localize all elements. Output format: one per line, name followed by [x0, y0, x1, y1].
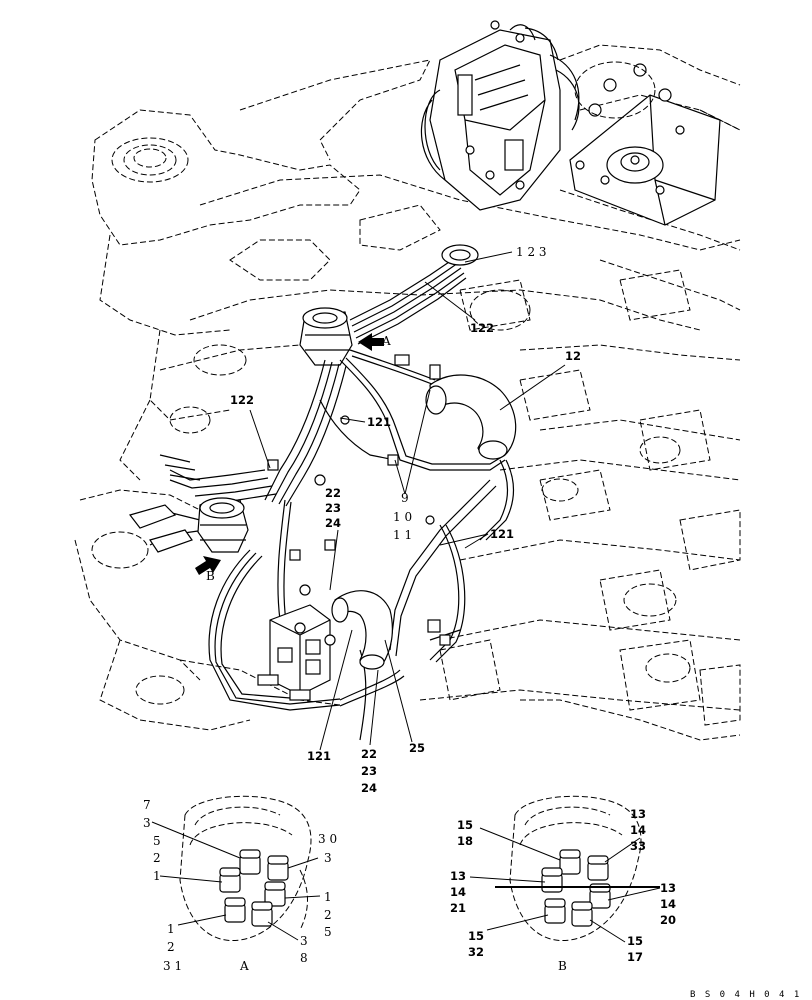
callout-label-a2: 2 [153, 851, 161, 865]
callout-label-c121b: 121 [490, 527, 514, 541]
control-valve-assembly [420, 20, 580, 211]
swivel-joint-a [299, 307, 353, 366]
callout-label-a3b: 3 [324, 851, 332, 865]
detail-view-a [151, 795, 321, 942]
detail-view-b [469, 795, 661, 943]
callout-label-b21: 21 [450, 901, 466, 915]
callout-label-b14a: 14 [630, 823, 646, 837]
callout-label-a30: 3 0 [318, 832, 337, 846]
callout-label-a2c: 2 [167, 940, 175, 954]
callout-label-b13a: 13 [630, 807, 646, 821]
callout-label-a7: 7 [143, 798, 151, 812]
callout-label-a1b: 1 [324, 890, 332, 904]
callout-label-c22a: 22 [325, 486, 341, 500]
detail-a-title: A [239, 959, 249, 973]
callout-label-c9: 9 [401, 491, 409, 505]
swing-motor-box [569, 61, 721, 226]
callout-label-c24a: 24 [325, 516, 341, 530]
hose-fittings [267, 354, 451, 646]
callout-label-c22b: 22 [361, 747, 377, 761]
callout-label-a8: 8 [300, 951, 308, 965]
callout-label-b13c: 13 [660, 881, 676, 895]
callout-label-b32: 32 [468, 945, 484, 959]
detail-b-labels: 15 18 13 14 33 13 14 21 13 14 20 15 32 15 17 [450, 807, 676, 964]
callout-label-c122a: 122 [470, 321, 494, 335]
view-arrow-a [358, 333, 384, 351]
callout-label-b15c: 15 [627, 934, 643, 948]
callout-label-a1c: 1 [167, 922, 175, 936]
callout-label-c121c: 121 [307, 749, 331, 763]
callout-label-c24b: 24 [361, 781, 377, 795]
callout-label-c23a: 23 [325, 501, 341, 515]
callout-label-b14b: 14 [450, 885, 466, 899]
callout-label-a5b: 5 [324, 925, 332, 939]
callout-label-a2b: 2 [324, 908, 332, 922]
callout-label-cA: A [381, 334, 391, 348]
callout-label-c123: 1 2 3 [516, 245, 547, 259]
callout-label-b14c: 14 [660, 897, 676, 911]
swivel-joint-b [128, 454, 249, 553]
callout-label-b18: 18 [457, 834, 473, 848]
callout-label-b17: 17 [627, 950, 643, 964]
callout-label-c25: 25 [409, 741, 425, 755]
elbow-hose-12 [425, 374, 517, 460]
leader-lines-main [249, 251, 566, 751]
callout-label-b13b: 13 [450, 869, 466, 883]
callout-label-cB: B [206, 569, 215, 583]
lower-valve-block [257, 604, 331, 701]
callout-label-a5: 5 [153, 834, 161, 848]
callout-label-b20: 20 [660, 913, 676, 927]
view-arrow-b [195, 556, 221, 575]
callout-label-b15b: 15 [468, 929, 484, 943]
callout-label-a3: 3 [143, 816, 151, 830]
callout-label-c10: 1 0 [393, 510, 412, 524]
elbow-hose-25 [331, 590, 393, 670]
detail-b-title: B [558, 959, 567, 973]
callout-label-c12: 12 [565, 349, 581, 363]
callout-label-c121a: 121 [367, 415, 391, 429]
callout-label-a3c: 3 [300, 934, 308, 948]
callout-label-a1: 1 [153, 869, 161, 883]
hose-bundle-upper [349, 244, 479, 345]
callout-label-a31: 3 1 [163, 959, 182, 973]
callout-label-b15a: 15 [457, 818, 473, 832]
callout-label-c11: 1 1 [393, 528, 412, 542]
callout-label-c23b: 23 [361, 764, 377, 778]
drawing-code: B S 0 4 H 0 4 1 [690, 990, 801, 1000]
callout-label-c122b: 122 [230, 393, 254, 407]
callout-label-b33: 33 [630, 839, 646, 853]
